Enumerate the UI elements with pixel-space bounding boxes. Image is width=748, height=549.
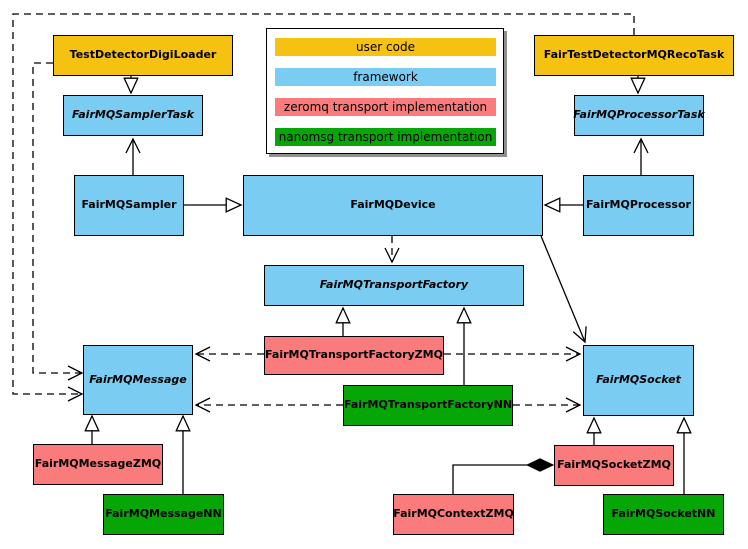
composition-edges [452,465,553,495]
node-fairmqdevice: FairMQDevice [243,175,543,236]
node-label: FairMQSamplerTask [72,108,194,122]
association-edges [125,137,649,344]
node-fairmqprocessortask: FairMQProcessorTask [573,95,705,136]
node-fairmqmessage: FairMQMessage [83,345,193,415]
node-label: FairMQTransportFactory [319,278,469,292]
node-label: FairMQTransportFactoryZMQ [265,348,443,362]
node-label: FairMQMessageZMQ [34,457,162,471]
legend-label: zeromq transport implementation [283,100,488,114]
node-fairmqtransportfactoryzmq: FairMQTransportFactoryZMQ [264,336,444,375]
node-fairmqcontextzmq: FairMQContextZMQ [393,494,514,535]
edge-device-to-socket [540,235,587,344]
node-label: FairMQTransportFactoryNN [343,398,513,412]
node-fairmqprocessor: FairMQProcessor [583,175,694,236]
node-label: FairMQSampler [81,198,177,212]
edge-digiloader-to-message [32,62,84,381]
dependency-edges [12,13,635,413]
node-testdetectordigiloader: TestDetectorDigiLoader [53,35,233,76]
node-fairmqsocketnn: FairMQSocketNN [603,494,724,535]
node-label: FairMQContextZMQ [393,507,514,521]
legend-label: framework [353,70,418,84]
node-fairmqsampler: FairMQSampler [74,175,184,236]
legend-label: user code [356,40,415,54]
node-label: FairMQMessageNN [105,507,222,521]
edge-contextzmq-to-socketzmq [452,465,553,495]
legend-item-zeromq: zeromq transport implementation [275,98,496,116]
edge-recotask-to-message [12,13,635,402]
legend-item-user-code: user code [275,38,496,56]
node-fairmqmessagenn: FairMQMessageNN [103,494,224,535]
node-fairmqsocketzmq: FairMQSocketZMQ [554,445,674,486]
node-label: FairMQDevice [350,198,436,212]
legend-label: nanomsg transport implementation [278,130,493,144]
node-label: FairMQProcessorTask [573,108,705,122]
node-fairmqtransportfactorynn: FairMQTransportFactoryNN [343,385,513,426]
node-label: FairMQProcessor [586,198,691,212]
node-label: FairMQSocketZMQ [557,458,671,472]
node-label: FairTestDetectorMQRecoTask [543,48,725,62]
node-fairmqsamplertask: FairMQSamplerTask [63,95,203,136]
node-fairmqtransportfactory: FairMQTransportFactory [264,265,524,306]
node-label: TestDetectorDigiLoader [69,48,217,62]
node-label: FairMQMessage [89,372,187,386]
inheritance-edges [92,76,684,495]
legend-box: user code framework zeromq transport imp… [266,28,504,154]
node-label: FairMQSocketNN [611,507,716,521]
legend-item-framework: framework [275,68,496,86]
node-fairmqsocket: FairMQSocket [583,345,694,416]
node-fairtestdetectormqrecotask: FairTestDetectorMQRecoTask [534,35,734,76]
legend-item-nanomsg: nanomsg transport implementation [275,128,496,146]
node-fairmqmessagezmq: FairMQMessageZMQ [33,444,163,485]
node-label: FairMQSocket [596,373,681,387]
